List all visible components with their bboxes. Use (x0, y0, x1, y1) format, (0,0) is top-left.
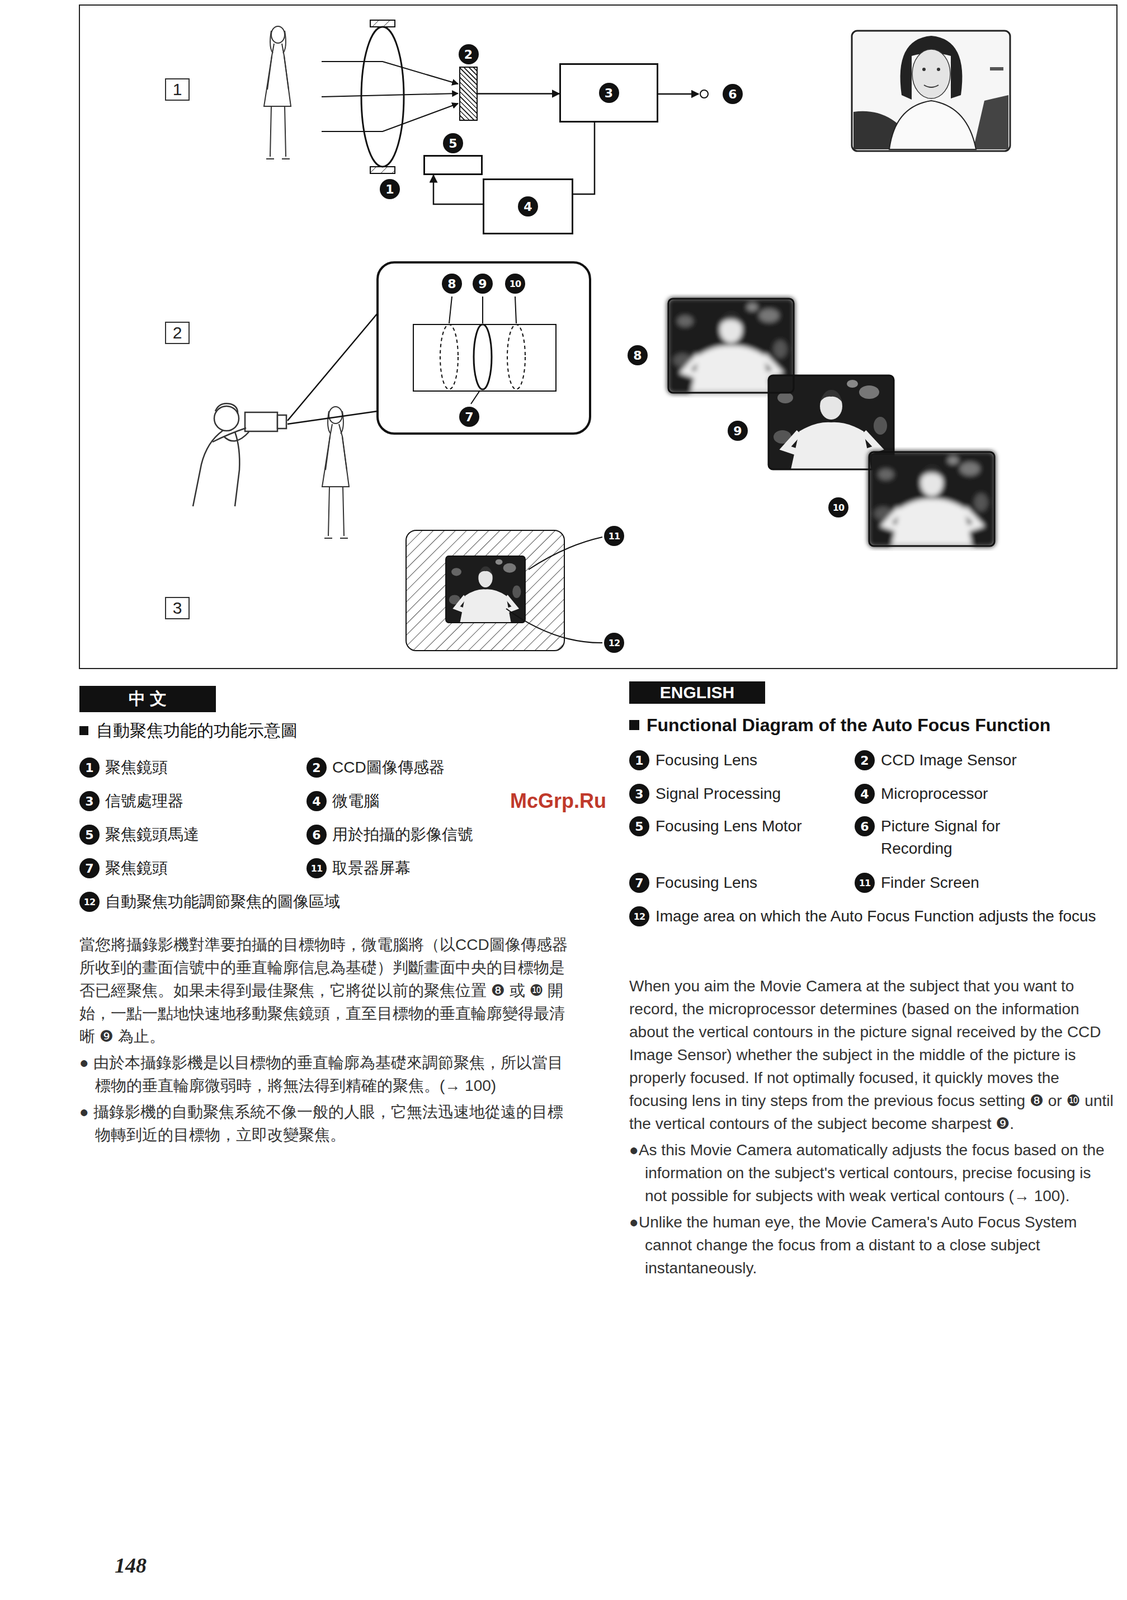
callout-number: 1 (379, 178, 400, 200)
callout-number: 7 (459, 406, 480, 427)
callout-number: 3 (629, 783, 650, 804)
section-number: 2 (172, 323, 183, 343)
callout-number: 2 (854, 750, 875, 771)
callout-number: 4 (306, 790, 327, 811)
section-number: 3 (172, 598, 183, 618)
signal-connector (573, 122, 595, 195)
callout-number: 2 (458, 44, 479, 65)
callout-number: 8 (627, 345, 648, 366)
section-box: 2 (164, 321, 190, 344)
part-name: Finder Screen (880, 871, 1105, 894)
section-number: 1 (172, 79, 183, 99)
callout-number: 6 (854, 816, 875, 837)
signal-connector (433, 175, 483, 205)
callout-number: 4 (854, 783, 875, 804)
callout-number: 12 (604, 632, 625, 653)
language-bar: 中 文 (79, 685, 216, 712)
signal-connector (477, 92, 560, 95)
callout-number: 2 (306, 757, 327, 778)
part-name: 聚焦鏡頭 (105, 856, 296, 880)
part-name: Picture Signal for Recording (880, 814, 1049, 860)
section-box: 1 (164, 78, 190, 101)
page-number: 148 (114, 1553, 227, 1577)
part-name: CCD圖像傳感器 (332, 756, 568, 779)
language-heading: ENGLISH (659, 682, 735, 702)
callout-number: 5 (629, 816, 650, 837)
part-name: Focusing Lens (655, 748, 846, 772)
part-name: Focusing Lens Motor (655, 814, 846, 838)
english-column: When you aim the Movie Camera at the sub… (629, 974, 1117, 1283)
ccd-sensor: 2 (459, 66, 478, 121)
section-heading: Functional Diagram of the Auto Focus Fun… (646, 713, 1111, 737)
part-name: Focusing Lens (655, 871, 846, 894)
callout-number: 5 (79, 824, 100, 845)
callout-number: 1 (629, 750, 650, 771)
part-name: 用於拍攝的影像信號 (332, 823, 568, 846)
callout-number: 10 (828, 497, 849, 518)
section-box: 3 (164, 596, 190, 620)
bullet-note: ● 由於本攝錄影機是以目標物的垂直輪廓為基礎來調節聚焦，所以當目標物的垂直輪廓微… (79, 1050, 572, 1097)
callout-number: 11 (604, 525, 625, 546)
callout-number: 9 (727, 420, 748, 441)
language-bar: ENGLISH (629, 681, 766, 704)
bullet-note: ●Unlike the human eye, the Movie Camera'… (629, 1210, 1117, 1280)
body-paragraph: 當您將攝錄影機對準要拍攝的目標物時，微電腦將（以CCD圖像傳感器所收到的畫面信號… (79, 932, 572, 1048)
callout-number: 1 (79, 757, 100, 778)
callout-number: 11 (306, 857, 327, 879)
callout-number: 10 (505, 273, 526, 294)
process-box: 3 (559, 63, 659, 123)
callout-number: 5 (442, 133, 464, 154)
bullet-note: ●As this Movie Camera automatically adju… (629, 1138, 1117, 1207)
callout-number: 12 (629, 906, 650, 927)
part-name: Microprocessor (880, 782, 1105, 805)
part-name: 取景器屏幕 (332, 856, 568, 880)
callout-number: 4 (517, 196, 539, 217)
callout-number: 3 (79, 790, 100, 811)
body-paragraph: When you aim the Movie Camera at the sub… (629, 974, 1117, 1135)
callout-number: 7 (629, 872, 650, 893)
callout-number: 11 (854, 872, 875, 893)
motor-box: 5 (423, 154, 483, 176)
callout-number: 6 (722, 83, 743, 105)
process-box: 4 (482, 178, 574, 235)
part-name: Signal Processing (655, 782, 846, 805)
part-name: 自動聚焦功能調節聚焦的圖像區域 (105, 890, 564, 913)
part-name: 信號處理器 (105, 789, 296, 813)
part-name: 聚焦鏡頭馬達 (105, 823, 296, 846)
callout-number: 6 (306, 824, 327, 845)
callout-number: 12 (79, 891, 100, 912)
bullet-note: ● 攝錄影機的自動聚焦系統不像一般的人眼，它無法迅速地從遠的目標物轉到近的目標物… (79, 1100, 572, 1147)
part-name: CCD Image Sensor (880, 748, 1105, 772)
chinese-column: 當您將攝錄影機對準要拍攝的目標物時，微電腦將（以CCD圖像傳感器所收到的畫面信號… (79, 932, 572, 1150)
section-heading: 自動聚焦功能的功能示意圖 (96, 719, 561, 742)
callout-number: 7 (79, 857, 100, 879)
watermark: McGrp.Ru (510, 789, 634, 813)
callout-number: 8 (441, 273, 462, 294)
part-name: 聚焦鏡頭 (105, 756, 296, 779)
callout-number: 3 (599, 82, 620, 103)
callout-number: 9 (472, 273, 493, 294)
language-heading: 中 文 (128, 687, 167, 711)
part-name: Image area on which the Auto Focus Funct… (655, 904, 1103, 928)
